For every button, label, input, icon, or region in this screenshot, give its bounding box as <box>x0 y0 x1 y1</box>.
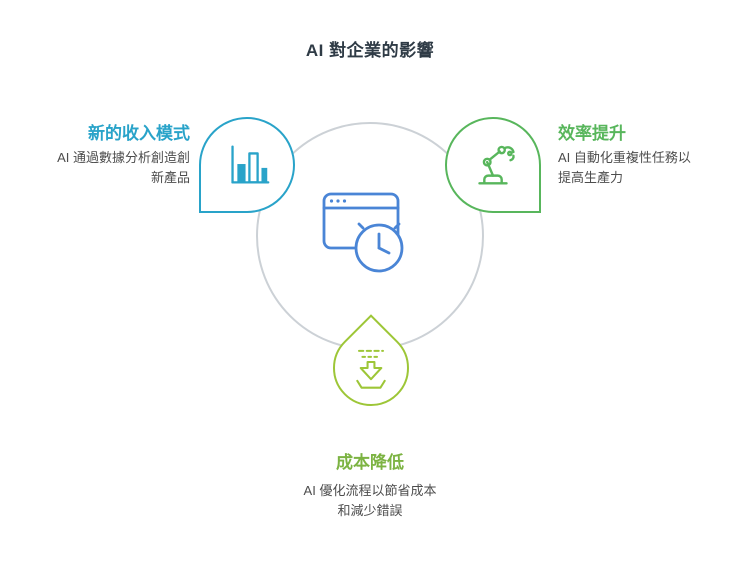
desc-line-1: AI 通過數據分析創造創 <box>57 150 190 165</box>
node-cost-reduction-desc: AI 優化流程以節省成本 和減少錯誤 <box>250 481 490 521</box>
bar-chart-icon <box>220 138 274 192</box>
node-efficiency-label: 效率提升 <box>558 124 626 143</box>
node-new-revenue-desc: AI 通過數據分析創造創 新產品 <box>8 148 190 188</box>
desc-line-1: AI 自動化重複性任務以 <box>558 150 691 165</box>
node-cost-reduction-shape <box>317 314 425 422</box>
desc-line-2: 新產品 <box>150 170 190 186</box>
node-efficiency-desc: AI 自動化重複性任務以 提高生產力 <box>558 148 736 188</box>
node-new-revenue-label: 新的收入模式 <box>88 124 190 143</box>
desc-line-2: 和減少錯誤 <box>337 503 403 519</box>
node-cost-reduction-label: 成本降低 <box>336 453 404 472</box>
desc-line-2: 提高生產力 <box>558 170 624 186</box>
desc-line-1: AI 優化流程以節省成本 <box>303 483 437 498</box>
browser-clock-icon <box>318 186 418 286</box>
node-efficiency-shape <box>445 117 541 213</box>
robot-arm-icon <box>466 138 520 192</box>
download-arrow-icon <box>347 344 395 392</box>
page-title: AI 對企業的影響 <box>305 41 435 60</box>
node-new-revenue-shape <box>199 117 295 213</box>
